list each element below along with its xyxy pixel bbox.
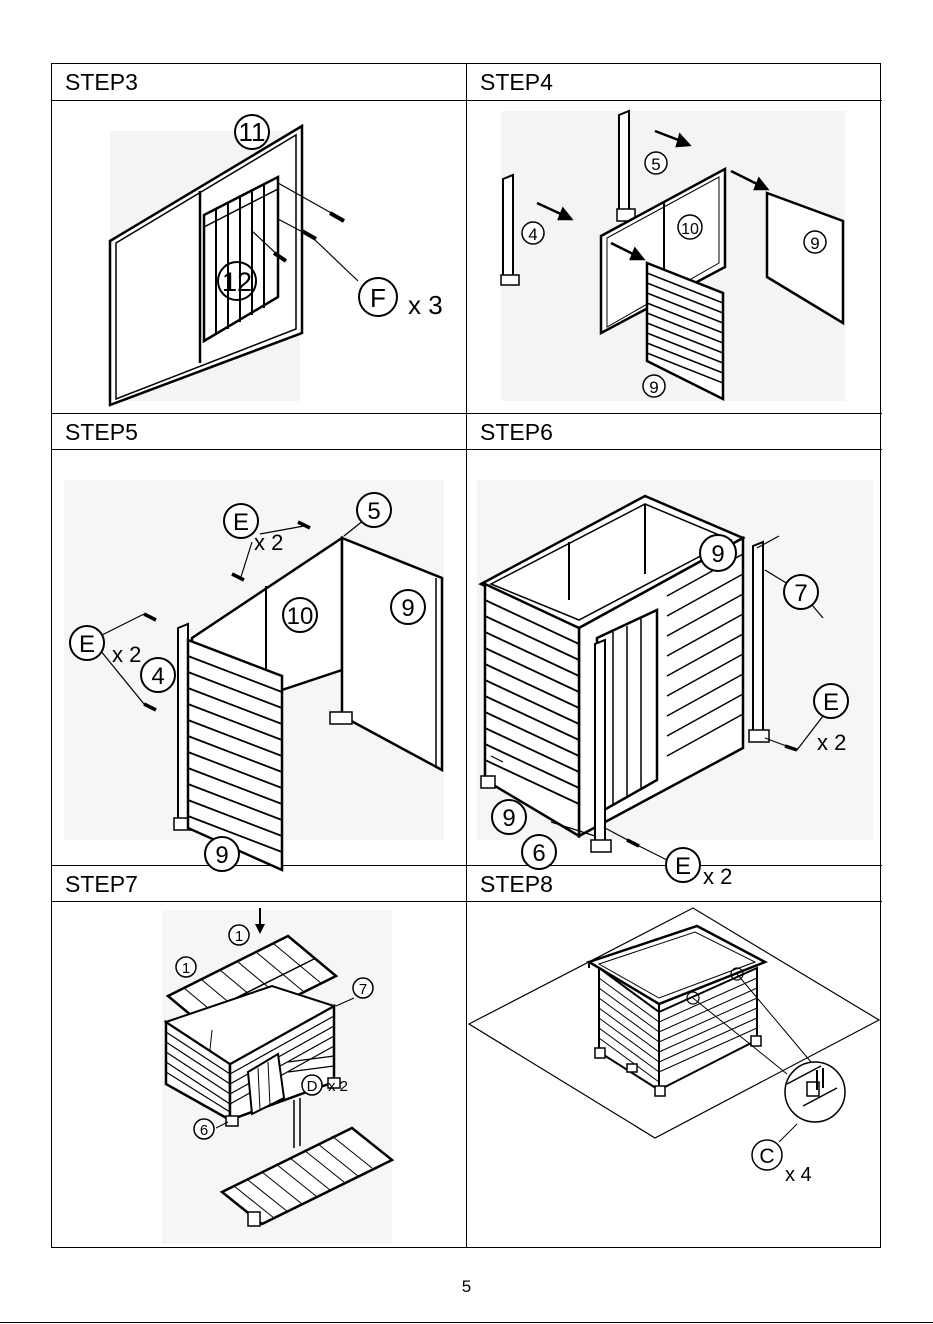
callout-label: 4 [151,663,164,690]
callout-label: 1 [182,960,190,977]
step-label: STEP6 [480,421,553,444]
callout-label: 10 [287,603,314,630]
quantity-label: x 2 [254,530,283,555]
callout-label: 7 [794,580,807,607]
instruction-sheet: STEP3 STEP4 STEP5 STEP6 STEP7 STEP8 11 1… [51,63,881,1248]
step8-illustration: C x 4 [467,902,881,1248]
callout-label: D [307,1078,318,1095]
callout-label: 7 [359,981,367,998]
callout-label: 11 [239,117,266,147]
step6-illustration: 9 7 E x 2 9 6 E x 2 [467,450,881,865]
callout-label: 9 [810,234,819,253]
callout-label: 9 [649,378,658,397]
callout-label: 4 [528,225,537,244]
quantity-label: x 2 [703,864,732,889]
quantity-label: x 3 [408,290,443,320]
callout-label: 9 [401,595,414,622]
step-label: STEP7 [65,873,138,896]
step-label: STEP4 [480,71,553,94]
callout-label: 1 [235,928,243,945]
callout-label: E [823,689,839,716]
callout-label: E [675,853,691,880]
step-label: STEP5 [65,421,138,444]
step-label: STEP3 [65,71,138,94]
callout-label: 9 [711,541,724,568]
callout-label: 5 [367,498,380,525]
callout-label: 9 [502,805,515,832]
callout-label: 6 [532,840,545,867]
callout-label: 6 [200,1122,208,1139]
callout-label: 5 [651,155,660,174]
bottom-rule [0,1322,933,1323]
page-number: 5 [0,1277,933,1297]
quantity-label: x 2 [817,730,846,755]
row-divider [52,413,882,414]
callout-label: C [759,1145,774,1168]
callout-label: F [370,283,386,313]
callout-label: E [79,631,95,658]
quantity-label: x 4 [785,1164,812,1186]
callout-label: 10 [681,221,699,238]
step5-illustration: E x 2 5 10 9 E x 2 4 9 [52,450,466,865]
quantity-label: x 2 [112,642,141,667]
callout-label: 9 [215,842,228,869]
step7-illustration: 1 1 7 D x 2 6 [52,902,466,1248]
step4-illustration: 5 4 10 9 9 [467,101,881,413]
step-label: STEP8 [480,873,553,896]
callout-label: E [233,509,249,536]
callout-label: 12 [222,267,252,297]
quantity-label: x 2 [328,1078,348,1095]
step3-illustration: 11 12 F x 3 [52,101,466,413]
row-divider [52,865,882,866]
